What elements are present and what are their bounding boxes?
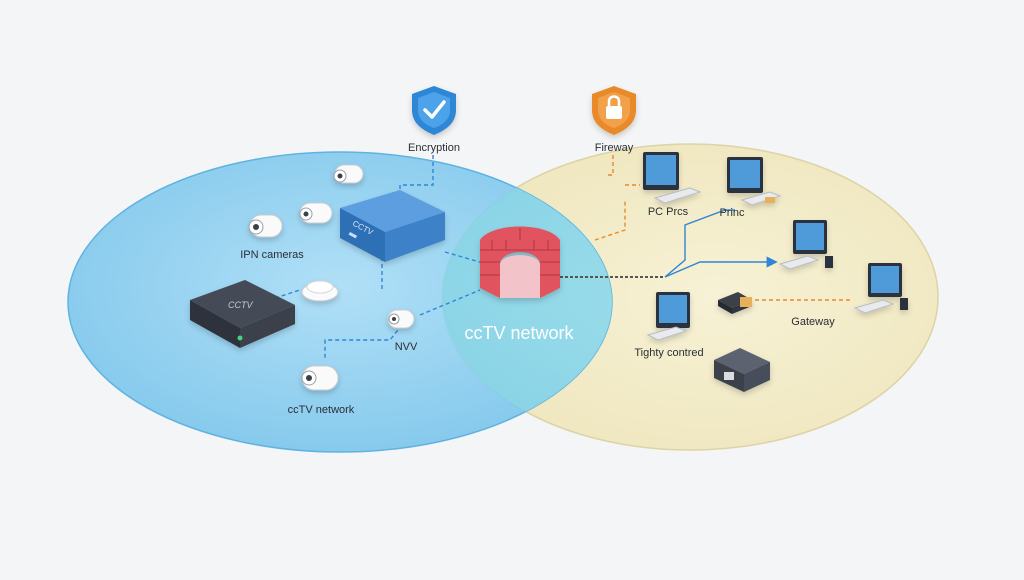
link-nvr-firewall [444,251,491,266]
dvr-device[interactable]: CCTV [190,280,295,348]
encryption-label: Encryption [408,142,460,154]
cctv-network-center-label: ccTV network [464,323,574,343]
shield-lock-icon [592,86,636,135]
tightly-controlled-label: Tighty contred [634,347,703,359]
princ-label: Princ [719,207,745,219]
link-to-monitor-3 [664,256,778,278]
camera-icon[interactable] [299,202,333,224]
pc-prcs-label: PC Prcs [648,206,689,218]
nvr-device[interactable]: CCTV [340,190,445,262]
monitor-icon[interactable] [727,157,782,206]
camera-icon[interactable] [248,214,283,238]
monitor-icon[interactable] [643,152,702,204]
gateway-label: Gateway [791,316,835,328]
camera-icon[interactable] [387,309,415,329]
hub-device[interactable] [301,280,339,302]
link-encryption [399,155,434,195]
monitor-icon[interactable] [778,220,833,270]
link-cam-nvv [324,324,403,360]
nvv-label: NVV [395,341,418,353]
phone-icon[interactable] [718,292,752,314]
link-firewall-orange [594,200,626,241]
link-dvr-hub [274,289,301,299]
monitor-icon[interactable] [853,263,908,314]
ipn-cameras-label: IPN cameras [240,249,304,261]
camera-icon[interactable] [333,164,364,184]
camera-icon[interactable] [301,365,339,391]
firewall-label: Fireway [595,142,634,154]
links [274,155,850,360]
dvr-logo: CCTV [228,300,253,310]
brick-wall-icon [480,226,560,298]
link-to-princ [664,209,735,278]
shield-check-icon [412,86,456,135]
link-nvv-firewall [419,289,481,316]
monitor-icon[interactable] [646,292,690,341]
cctv-network-left-label: ccTV network [288,404,355,416]
server-icon[interactable] [714,348,770,392]
zone-overlap [442,152,612,450]
